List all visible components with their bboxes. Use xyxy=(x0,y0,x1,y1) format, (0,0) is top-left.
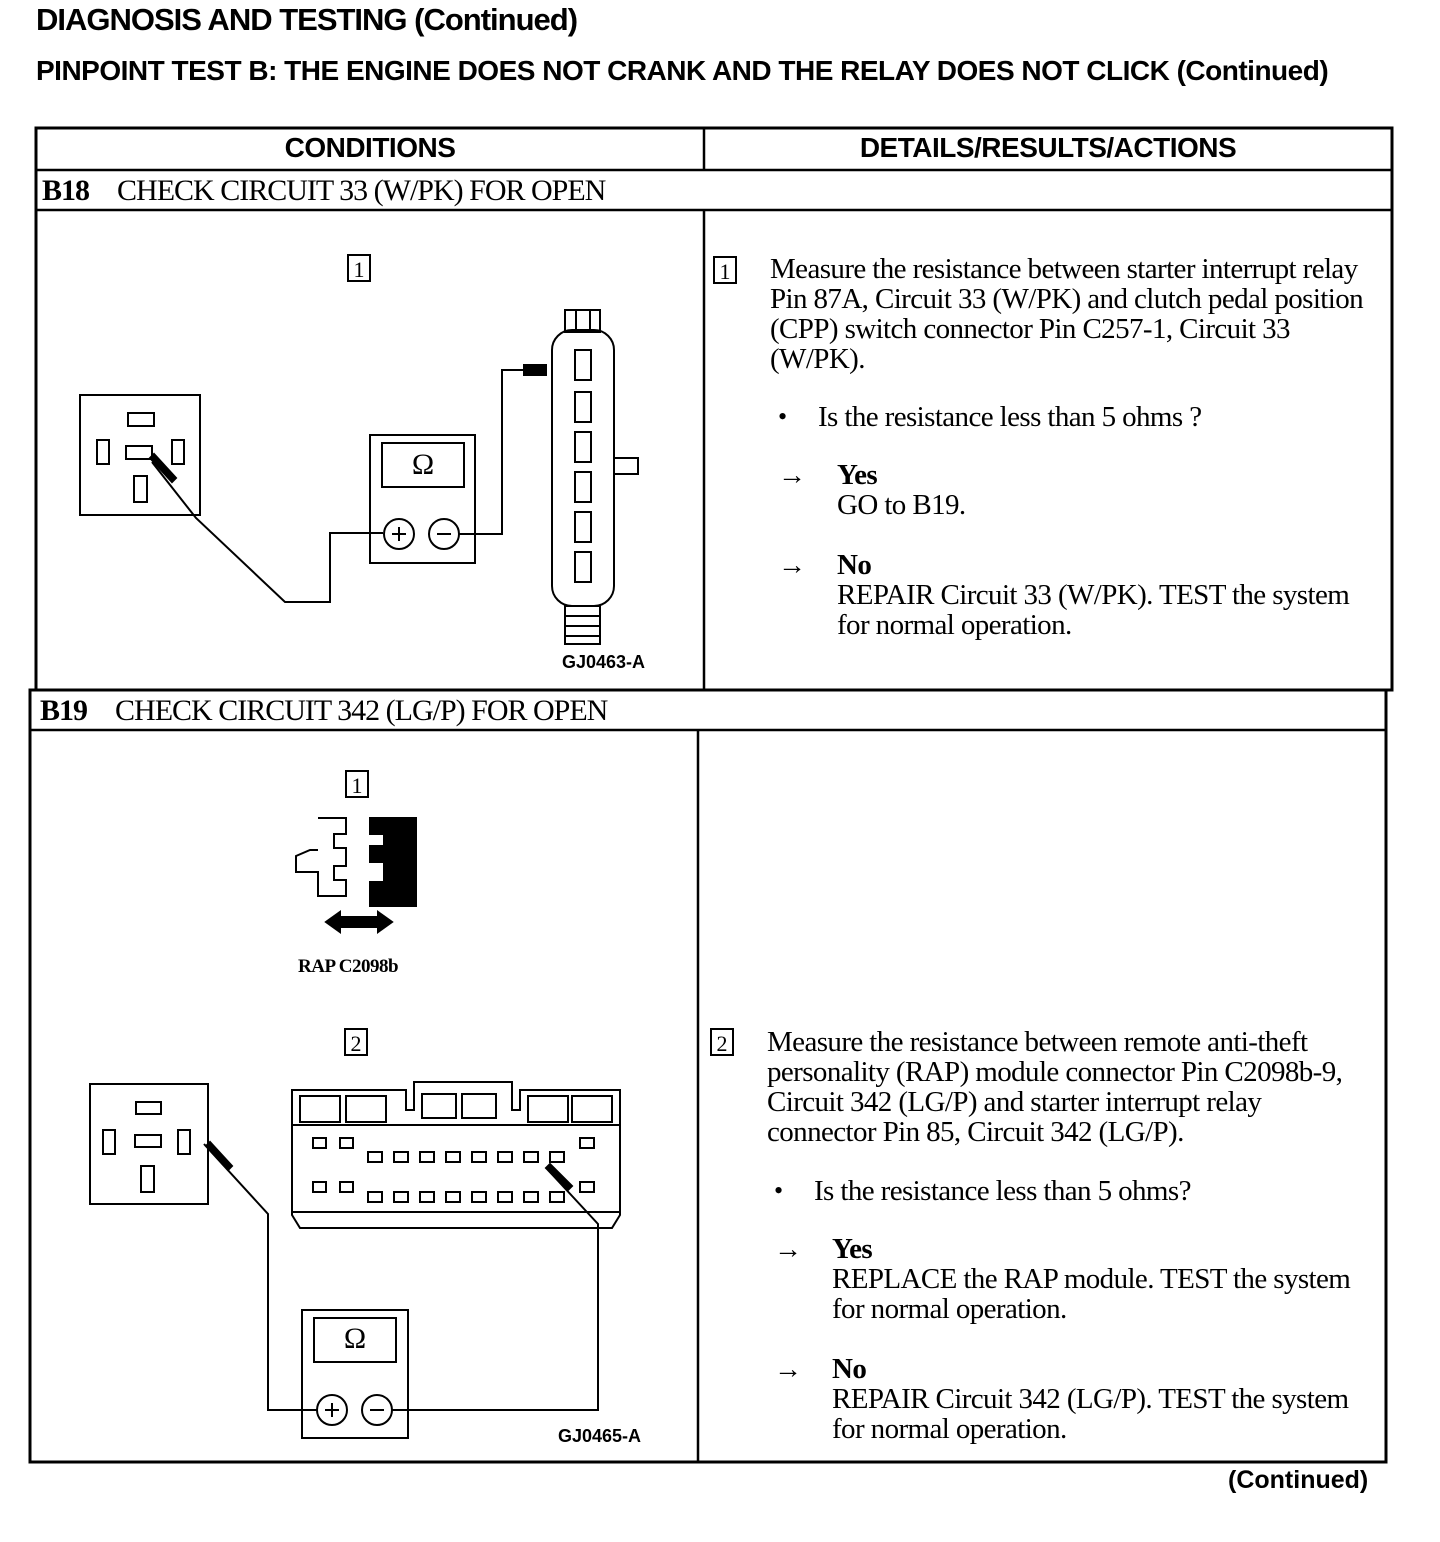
no-label: No xyxy=(832,1353,867,1385)
test-title: PINPOINT TEST B: THE ENGINE DOES NOT CRA… xyxy=(36,55,1329,86)
step-id: B19 xyxy=(40,694,88,727)
step-title: CHECK CIRCUIT 342 (LG/P) FOR OPEN xyxy=(115,694,608,727)
arrow-right-icon: → xyxy=(774,1354,802,1385)
relay-socket xyxy=(79,394,201,516)
b19-measure-diagram xyxy=(89,1081,621,1439)
bullet-icon: • xyxy=(778,402,788,431)
ohm-symbol: Ω xyxy=(411,448,435,481)
conditions-header: CONDITIONS xyxy=(284,132,456,163)
no-response: No REPAIR Circuit 33 (W/PK). TEST the sy… xyxy=(837,550,1377,640)
details-header: DETAILS/RESULTS/ACTIONS xyxy=(859,132,1237,163)
rap-pins-row1 xyxy=(312,1137,595,1163)
rap-pins-row2 xyxy=(312,1181,595,1203)
figure-id: GJ0463-A xyxy=(562,652,646,672)
action-text: Measure the resistance between remote an… xyxy=(767,1026,1343,1148)
table-grid xyxy=(28,126,1394,1464)
step-title: CHECK CIRCUIT 33 (W/PK) FOR OPEN xyxy=(117,174,606,207)
step-id: B18 xyxy=(42,174,90,207)
question-text: Is the resistance less than 5 ohms? xyxy=(814,1175,1191,1207)
no-label: No xyxy=(837,549,872,581)
yes-text: REPLACE the RAP module. TEST the system … xyxy=(832,1263,1351,1325)
action-number: 1 xyxy=(713,256,737,284)
rap-connector xyxy=(291,1081,621,1229)
figure-number: 2 xyxy=(344,1028,368,1056)
step-b19-header: B19 CHECK CIRCUIT 342 (LG/P) FOR OPEN xyxy=(40,694,608,728)
yes-response: Yes REPLACE the RAP module. TEST the sys… xyxy=(832,1234,1372,1324)
figure-number: 1 xyxy=(345,770,369,798)
bullet-icon: • xyxy=(774,1176,784,1205)
yes-text: GO to B19. xyxy=(837,489,966,521)
page-title: DIAGNOSIS AND TESTING (Continued) xyxy=(36,2,578,37)
cpp-connector xyxy=(551,329,615,607)
action-number: 2 xyxy=(710,1028,734,1056)
step-b18-header: B18 CHECK CIRCUIT 33 (W/PK) FOR OPEN xyxy=(42,174,606,208)
ohmmeter-2 xyxy=(301,1309,409,1439)
arrow-right-icon: → xyxy=(778,460,806,491)
no-text: REPAIR Circuit 33 (W/PK). TEST the syste… xyxy=(837,579,1350,641)
b19-disconnect-diagram xyxy=(295,817,417,934)
arrow-right-icon: → xyxy=(774,1234,802,1265)
figure-number: 1 xyxy=(347,254,371,282)
b18-diagram xyxy=(79,309,639,645)
yes-label: Yes xyxy=(832,1233,873,1265)
no-text: REPAIR Circuit 342 (LG/P). TEST the syst… xyxy=(832,1383,1349,1445)
yes-label: Yes xyxy=(837,459,878,491)
no-response: No REPAIR Circuit 342 (LG/P). TEST the s… xyxy=(832,1354,1372,1444)
action-text: Measure the resistance between starter i… xyxy=(770,253,1364,375)
ohmmeter xyxy=(369,434,476,564)
continued-label: (Continued) xyxy=(1228,1466,1369,1494)
ohm-symbol: Ω xyxy=(343,1322,367,1355)
yes-response: Yes GO to B19. xyxy=(837,460,1377,520)
figure-caption: RAP C2098b xyxy=(298,956,399,977)
figure-id: GJ0465-A xyxy=(558,1426,642,1446)
question-text: Is the resistance less than 5 ohms ? xyxy=(818,401,1202,433)
arrow-right-icon: → xyxy=(778,550,806,581)
